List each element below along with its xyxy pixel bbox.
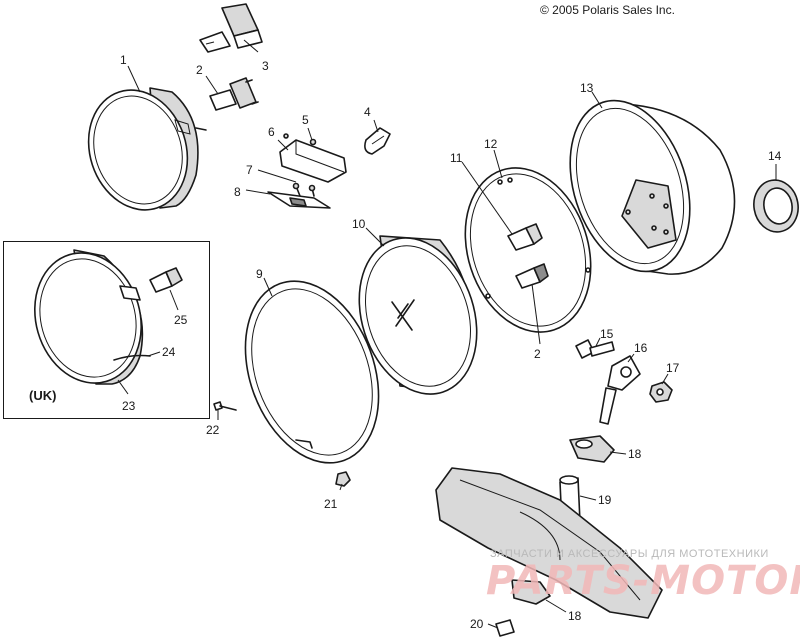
callout-6: 6 (268, 125, 289, 151)
bulb-part-11 (507, 223, 543, 251)
callout-3: 3 (243, 39, 269, 73)
callout-label: 4 (364, 105, 371, 119)
callout-25: 25 (169, 289, 188, 327)
headlight-bucket-part-10 (358, 235, 478, 395)
callout-label: 16 (634, 341, 648, 355)
callout-label: 18 (628, 447, 642, 461)
callout-label: 20 (470, 617, 484, 631)
watermark-site: PARTS-MOTOR.RU (486, 558, 800, 604)
watermark-tagline: ЗАПЧАСТИ И АКСЕССУАРЫ ДЛЯ МОТОТЕХНИКИ (490, 548, 769, 560)
trim-ring-part-9 (244, 280, 380, 464)
callout-label: 11 (450, 151, 463, 165)
screw-part-5 (283, 133, 317, 146)
callout-label: 14 (768, 149, 782, 163)
callout-16: 16 (627, 341, 648, 363)
uk-variant-inset (3, 241, 210, 419)
callout-8: 8 (234, 185, 271, 199)
copyright-notice: © 2005 Polaris Sales Inc. (540, 3, 675, 17)
bushing-part-18-upper (569, 435, 615, 463)
plate-part-8 (267, 191, 331, 209)
bushing-part-18-lower (511, 579, 551, 605)
clip-part-4 (364, 127, 391, 155)
callout-label: 8 (234, 185, 241, 199)
bulb-part-2-top (209, 77, 259, 111)
callout-label: 15 (600, 327, 614, 341)
callout-label: 5 (302, 113, 309, 127)
callout-label: 2 (196, 63, 203, 77)
callout-23: 23 (117, 379, 136, 413)
callout-14: 14 (768, 149, 782, 180)
callout-7: 7 (246, 163, 297, 183)
bracket-part-16 (599, 355, 641, 425)
callout-15: 15 (595, 327, 614, 347)
bulb-part-2-lower (515, 263, 549, 289)
callout-label: 18 (568, 609, 582, 623)
callout-13: 13 (580, 81, 603, 109)
callout-label: 22 (206, 423, 220, 437)
bulb-part-25 (149, 267, 183, 293)
callout-label: 12 (484, 137, 498, 151)
screws-part-7 (292, 182, 316, 197)
callout-24: 24 (147, 345, 176, 359)
bulb-socket-part-3 (199, 3, 263, 53)
callout-9: 9 (256, 267, 273, 297)
fork-housing (435, 467, 663, 619)
callout-label: 13 (580, 81, 594, 95)
headlamp-unit-part-1 (87, 87, 207, 211)
callout-18-upper: 18 (609, 447, 642, 461)
callout-20: 20 (470, 617, 499, 631)
callout-12: 12 (484, 137, 503, 179)
mounting-plate-part-12 (464, 167, 592, 333)
callout-21: 21 (324, 483, 343, 511)
callout-11: 11 (450, 151, 513, 235)
screw-part-20 (495, 619, 515, 637)
callout-label: 21 (324, 497, 338, 511)
callout-2-lower: 2 (531, 283, 541, 361)
callout-label: 9 (256, 267, 263, 281)
callout-label: 24 (162, 345, 176, 359)
bracket-part-6 (279, 139, 347, 183)
rear-shell-part-13 (569, 99, 736, 275)
callout-5: 5 (302, 113, 313, 141)
callout-label: 10 (352, 217, 366, 231)
screw-part-22 (213, 401, 237, 411)
callout-18-lower: 18 (545, 599, 582, 623)
callout-2-top: 2 (196, 63, 219, 95)
callout-label: 6 (268, 125, 275, 139)
callout-1: 1 (120, 53, 141, 93)
nut-part-17 (649, 381, 673, 403)
uk-variant-label: (UK) (29, 388, 57, 403)
callout-label: 1 (120, 53, 127, 67)
wire-part-24 (113, 354, 151, 361)
callout-label: 3 (262, 59, 269, 73)
callout-label: 17 (666, 361, 680, 375)
nut-part-21 (335, 471, 351, 487)
callout-label: 7 (246, 163, 253, 177)
callout-10: 10 (352, 217, 385, 247)
callout-label: 2 (534, 347, 541, 361)
callout-label: 19 (598, 493, 612, 507)
callout-19: 19 (579, 493, 612, 507)
callout-label: 23 (122, 399, 136, 413)
grommet-part-14 (753, 179, 799, 233)
uk-headlamp-part-23 (34, 249, 144, 385)
callout-4: 4 (364, 105, 379, 133)
callout-label: 25 (174, 313, 188, 327)
callout-22: 22 (206, 410, 220, 437)
bolt-part-15 (575, 339, 615, 359)
callout-17: 17 (661, 361, 680, 385)
